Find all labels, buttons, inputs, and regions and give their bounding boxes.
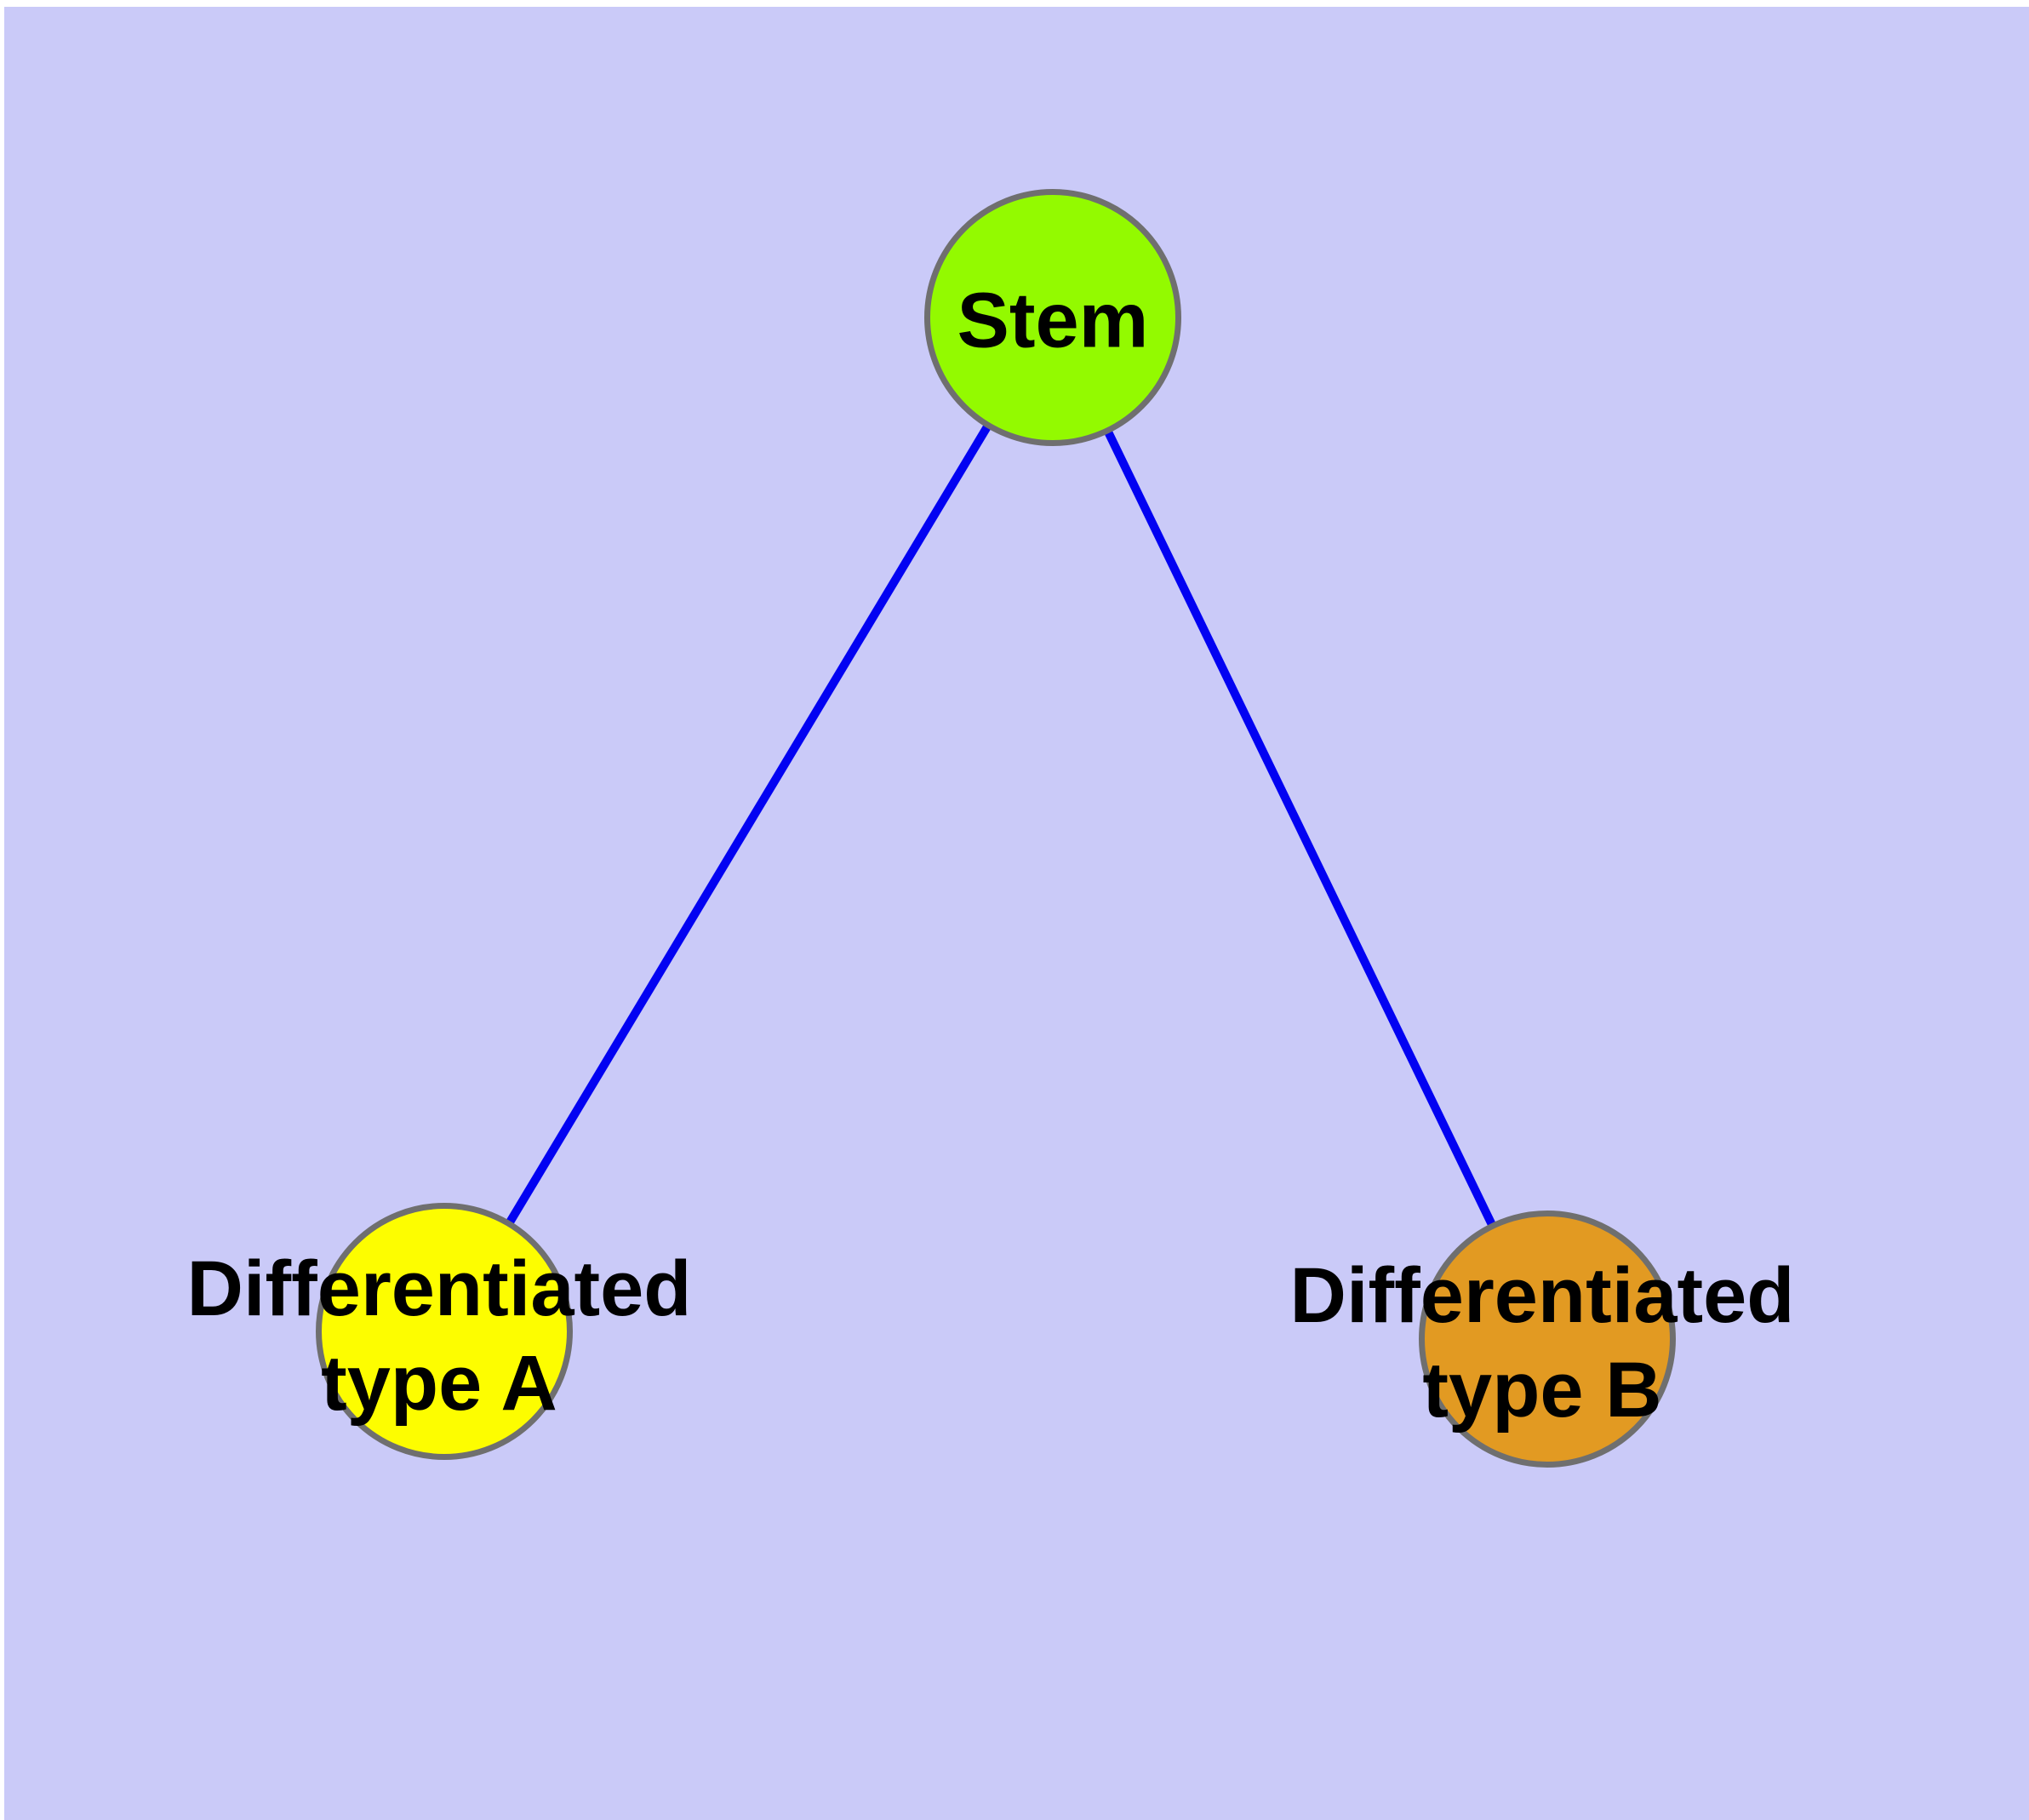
edge-stem-to-type-b [1049, 315, 1552, 1342]
node-type-b-label-line1: Differentiated [1289, 1252, 1795, 1339]
node-type-b-label-line2: type B [1422, 1347, 1662, 1434]
node-type-a-label-line1: Differentiated [186, 1245, 692, 1332]
node-stem [924, 189, 1181, 446]
node-differentiated-type-b [1419, 1210, 1676, 1468]
edge-stem-to-type-a [440, 315, 1057, 1334]
node-type-a-label-line2: type A [321, 1340, 557, 1427]
node-stem-label: Stem [957, 274, 1149, 369]
node-type-b-label: Differentiated type B [1290, 1249, 1795, 1438]
node-stem-label-text: Stem [957, 277, 1149, 364]
node-differentiated-type-a [316, 1203, 573, 1460]
node-type-a-label: Differentiated type A [187, 1242, 692, 1431]
